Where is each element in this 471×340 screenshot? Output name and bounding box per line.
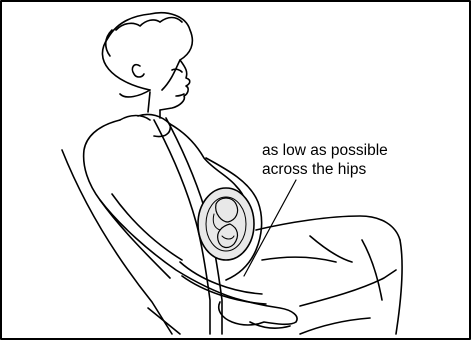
hand [219,298,297,325]
face-profile [160,60,190,110]
skirt-hem [300,318,370,334]
collar [120,116,150,121]
callout-line-1: as low as possible [262,141,388,160]
hair-outline [102,13,192,90]
hair-strand [160,18,182,23]
mouth [176,94,184,96]
back-outline [84,120,170,278]
ear [132,65,144,77]
callout-label: as low as possible across the hips [262,141,388,179]
seat-edge-line [148,308,180,334]
skirt-knee [396,240,402,334]
callout-line-2: across the hips [262,160,388,179]
hair-strand [116,20,160,30]
skirt-fold [362,240,382,300]
skirt-fold [262,257,336,262]
neck-line [148,92,150,112]
skirt-top [256,216,400,240]
eye [172,69,182,72]
hair-strand [120,90,150,97]
